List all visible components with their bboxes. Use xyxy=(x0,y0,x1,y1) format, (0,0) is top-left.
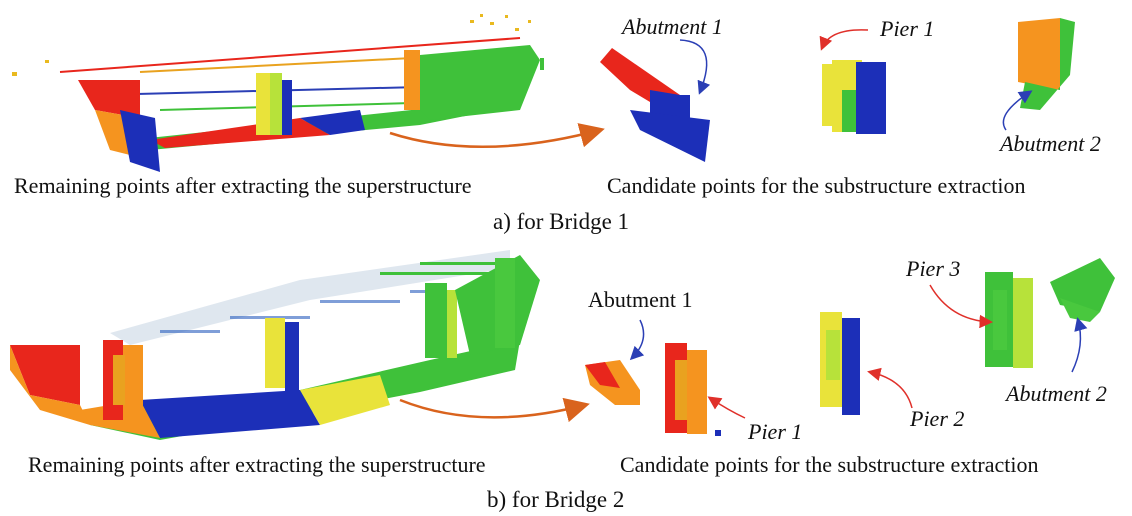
transition-arrow-a xyxy=(389,123,605,149)
bridge1-remaining-points xyxy=(12,14,544,172)
pier2-arrow-b xyxy=(867,367,913,409)
panel-a-left-caption: Remaining points after extracting the su… xyxy=(14,173,472,198)
pier1-label-a: Pier 1 xyxy=(880,16,935,41)
panel-b-left-caption: Remaining points after extracting the su… xyxy=(28,452,486,477)
pier1-label-b: Pier 1 xyxy=(748,419,803,444)
bridge2-candidate-points xyxy=(585,258,1115,436)
abutment2-label-b: Abutment 2 xyxy=(1006,381,1107,406)
abutment2-arrow-a xyxy=(1002,90,1033,131)
panel-b-subcaption: b) for Bridge 2 xyxy=(487,487,625,512)
abutment2-arrow-b xyxy=(1071,317,1088,373)
panel-b-right-caption: Candidate points for the substructure ex… xyxy=(620,452,1039,477)
bridge1-candidate-points xyxy=(600,18,1075,162)
pier1-arrow-b xyxy=(707,396,746,419)
abutment1-label-b: Abutment 1 xyxy=(588,287,693,312)
bridge2-remaining-points xyxy=(10,250,540,440)
panel-a-subcaption: a) for Bridge 1 xyxy=(493,209,630,234)
abutment1-label-a: Abutment 1 xyxy=(622,14,723,39)
abutment2-label-a: Abutment 2 xyxy=(1000,131,1101,156)
abutment1-arrow-a xyxy=(679,39,711,95)
abutment1-arrow-b xyxy=(629,319,645,361)
pier2-label-b: Pier 2 xyxy=(910,406,965,431)
panel-a-right-caption: Candidate points for the substructure ex… xyxy=(607,173,1026,198)
pier1-arrow-a xyxy=(819,29,869,51)
transition-arrow-b xyxy=(399,397,590,423)
pier3-arrow-b xyxy=(929,284,993,329)
pier3-label-b: Pier 3 xyxy=(906,256,961,281)
